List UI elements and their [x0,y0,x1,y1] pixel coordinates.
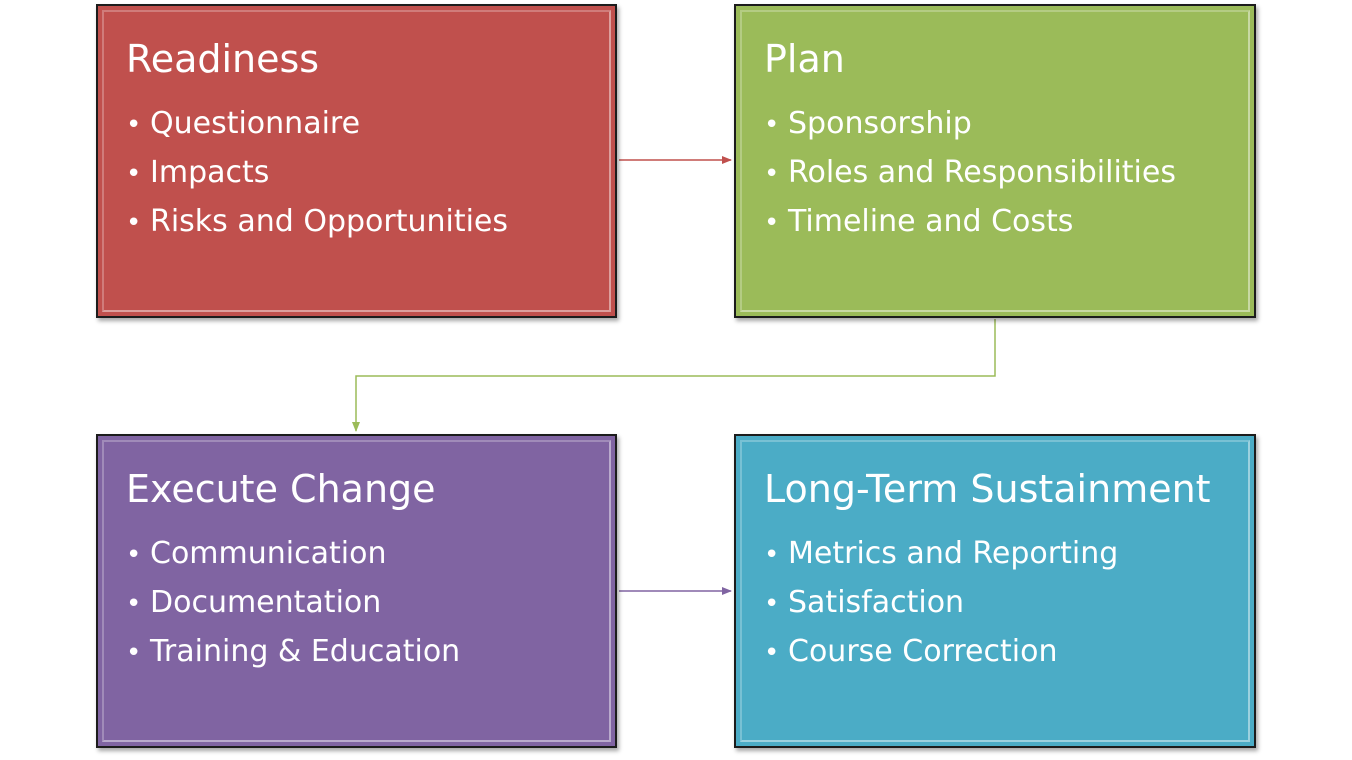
bullet-icon: • [126,540,142,570]
list-item: • Documentation [126,579,615,628]
list-item-label: Satisfaction [788,585,965,620]
plan-list: • Sponsorship • Roles and Responsibilities… [764,100,1254,247]
list-item: • Metrics and Reporting [764,530,1254,579]
bullet-icon: • [126,110,142,140]
long-term-sustainment-title: Long-Term Sustainment [764,467,1211,511]
long-term-sustainment-box: Long-Term Sustainment • Metrics and Repor… [734,434,1256,748]
list-item-label: Timeline and Costs [788,204,1074,239]
list-item: • Roles and Responsibilities [764,149,1254,198]
bullet-icon: • [764,208,780,238]
list-item-label: Communication [150,536,387,571]
list-item-label: Risks and Opportunities [150,204,509,239]
readiness-title: Readiness [126,37,320,81]
list-item-label: Impacts [150,155,270,190]
list-item: • Communication [126,530,615,579]
list-item: • Satisfaction [764,579,1254,628]
bullet-icon: • [126,159,142,189]
list-item-label: Training & Education [150,634,461,669]
list-item: • Course Correction [764,628,1254,677]
connector-plan-to-execute [352,319,996,432]
list-item-label: Metrics and Reporting [788,536,1119,571]
execute-change-box: Execute Change • Communication • Documenta… [96,434,617,748]
list-item-label: Questionnaire [150,106,361,141]
execute-change-list: • Communication • Documentation • Training … [126,530,615,677]
readiness-box: Readiness • Questionnaire • Impacts • Risks… [96,4,617,318]
bullet-icon: • [764,110,780,140]
bullet-icon: • [764,638,780,668]
readiness-list: • Questionnaire • Impacts • Risks and Oppor… [126,100,615,247]
list-item: • Impacts [126,149,615,198]
bullet-icon: • [126,638,142,668]
execute-change-title: Execute Change [126,467,436,511]
long-term-sustainment-list: • Metrics and Reporting • Satisfaction • Co… [764,530,1254,677]
list-item-label: Documentation [150,585,382,620]
list-item: • Questionnaire [126,100,615,149]
bullet-icon: • [764,159,780,189]
bullet-icon: • [126,589,142,619]
plan-title: Plan [764,37,845,81]
list-item-label: Sponsorship [788,106,972,141]
list-item: • Timeline and Costs [764,198,1254,247]
plan-box: Plan • Sponsorship • Roles and Responsibil… [734,4,1256,318]
list-item-label: Course Correction [788,634,1058,669]
bullet-icon: • [764,540,780,570]
list-item: • Sponsorship [764,100,1254,149]
bullet-icon: • [126,208,142,238]
list-item: • Risks and Opportunities [126,198,615,247]
bullet-icon: • [764,589,780,619]
list-item: • Training & Education [126,628,615,677]
list-item-label: Roles and Responsibilities [788,155,1176,190]
